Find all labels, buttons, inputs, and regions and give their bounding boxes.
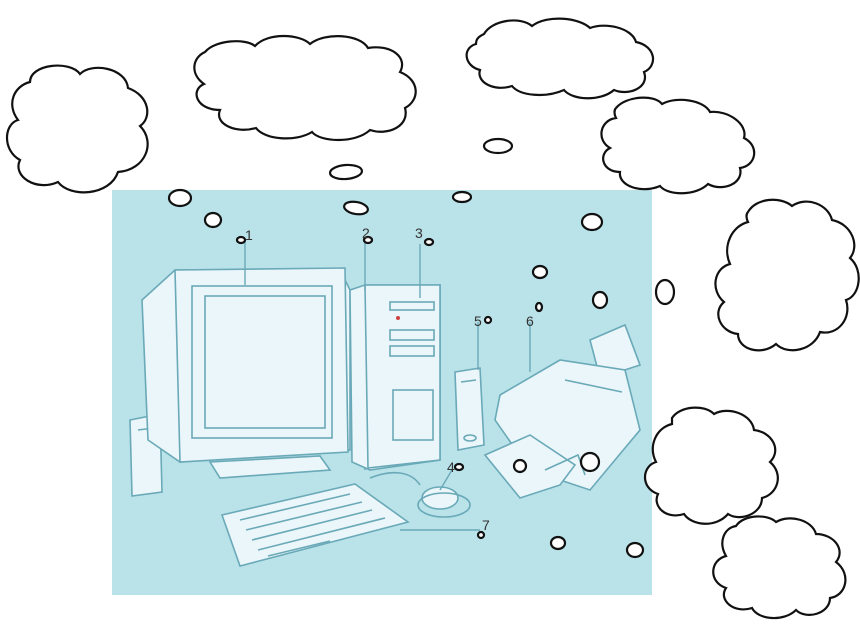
bubble (582, 214, 602, 230)
bubble (533, 266, 547, 278)
callout-4: 4 (447, 459, 455, 475)
bubble (656, 280, 674, 304)
bubble (581, 453, 599, 471)
bubble (205, 213, 221, 227)
callout-6: 6 (526, 313, 534, 329)
cloud-1 (7, 66, 148, 193)
callout-7: 7 (482, 517, 490, 533)
speaker-right (455, 368, 484, 450)
system-unit (350, 285, 440, 470)
cloud-6 (645, 408, 778, 524)
bubble (455, 464, 463, 470)
callout-2: 2 (362, 225, 370, 241)
callout-1: 1 (245, 227, 253, 243)
bubble (330, 164, 363, 180)
bubble (627, 543, 643, 557)
callout-5: 5 (474, 313, 482, 329)
bubble (593, 292, 607, 308)
bubble (453, 192, 471, 202)
callout-3: 3 (415, 225, 423, 241)
cloud-4 (601, 98, 754, 194)
cloud-5 (715, 200, 858, 351)
bubble (169, 190, 191, 206)
bubble (551, 537, 565, 549)
bubble (514, 460, 526, 472)
monitor (142, 268, 365, 478)
cloud-3 (467, 19, 653, 99)
cloud-2 (194, 36, 415, 140)
bubble (536, 303, 542, 311)
cloud-7 (713, 516, 845, 618)
bubble (484, 139, 512, 153)
bubble (425, 239, 433, 245)
bubble (485, 317, 491, 323)
bubble (237, 237, 245, 243)
